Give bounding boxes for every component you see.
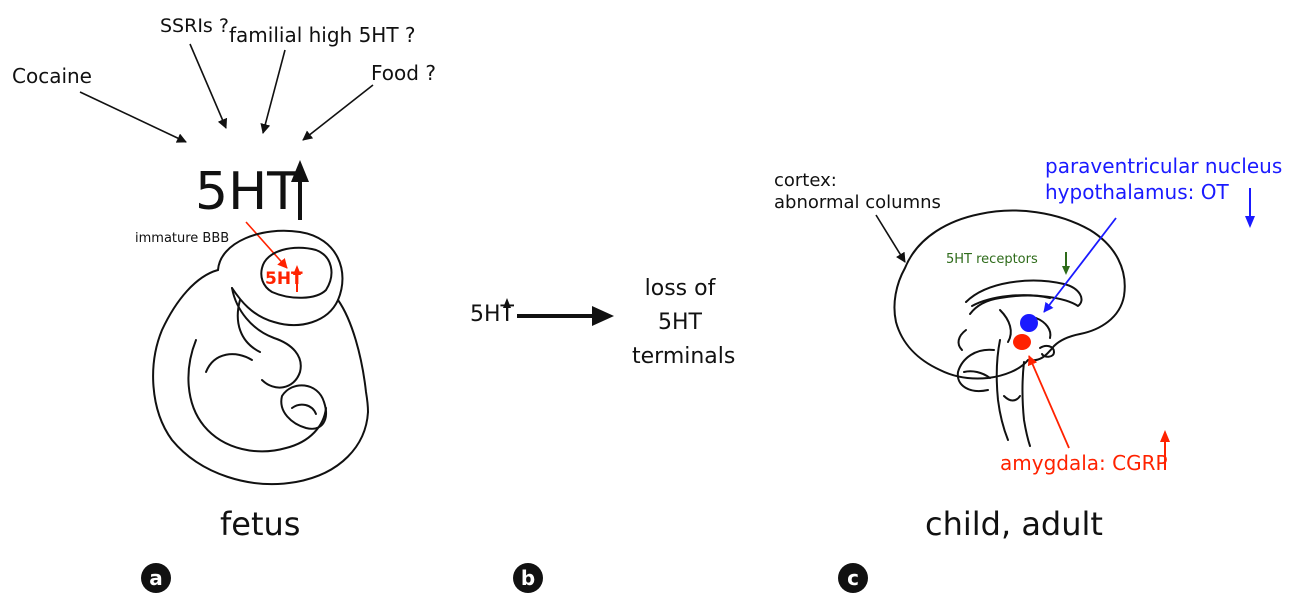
panel-letter-a: a — [141, 563, 171, 593]
fetal-serotonin-label: 5HT — [265, 269, 303, 289]
cortex-label-line-2: abnormal columns — [774, 192, 941, 213]
receptor-decrease-arrow-icon — [1062, 252, 1070, 275]
oxytocin-decrease-arrow-icon — [1245, 188, 1255, 228]
fetal-increase-arrow-icon — [293, 265, 301, 292]
panel-letter-b: b — [513, 563, 543, 593]
ssris-arrow — [189, 43, 228, 129]
panel-b-serotonin-label: 5HT — [470, 302, 514, 327]
source-cocaine: Cocaine — [12, 64, 92, 88]
amygdala-arrow — [1028, 355, 1070, 449]
pvn-label-line-1: paraventricular nucleus — [1045, 154, 1283, 178]
cocaine-arrow — [79, 91, 187, 143]
fetus-drawing — [152, 229, 369, 486]
source-ssris: SSRIs ? — [160, 15, 229, 37]
receptor-label: 5HT receptors — [946, 252, 1038, 267]
panel-letter-c: c — [838, 563, 868, 593]
leads-to-arrowhead — [592, 306, 614, 326]
panel-b-increase-arrow-icon — [503, 298, 511, 320]
child-adult-caption: child, adult — [925, 505, 1103, 543]
bbb-arrow — [245, 221, 288, 269]
brain-drawing — [893, 209, 1126, 447]
svg-text:a: a — [149, 566, 163, 590]
increase-arrow-icon — [291, 160, 309, 220]
svg-text:c: c — [847, 566, 859, 590]
result-line-1: loss of — [644, 276, 716, 301]
cgrp-increase-arrow-icon — [1160, 430, 1170, 470]
svg-text:b: b — [521, 566, 535, 590]
cortex-label-line-1: cortex: — [774, 170, 837, 191]
fetus-caption: fetus — [220, 505, 301, 543]
source-food: Food ? — [371, 61, 436, 85]
food-arrow — [302, 84, 374, 141]
pvn-label-line-2: hypothalamus: OT — [1045, 180, 1229, 204]
pvn-marker — [1020, 314, 1038, 332]
cortex-arrow — [875, 214, 906, 263]
source-familial: familial high 5HT ? — [229, 23, 416, 47]
familial-arrow — [260, 49, 286, 134]
result-line-3: terminals — [632, 344, 736, 369]
amygdala-label: amygdala: CGRP — [1000, 451, 1168, 475]
result-line-2: 5HT — [658, 310, 702, 335]
serotonin-label: 5HT — [195, 162, 299, 222]
pvn-arrow — [1043, 217, 1117, 313]
bbb-label: immature BBB — [135, 231, 230, 246]
amygdala-marker — [1013, 334, 1031, 350]
